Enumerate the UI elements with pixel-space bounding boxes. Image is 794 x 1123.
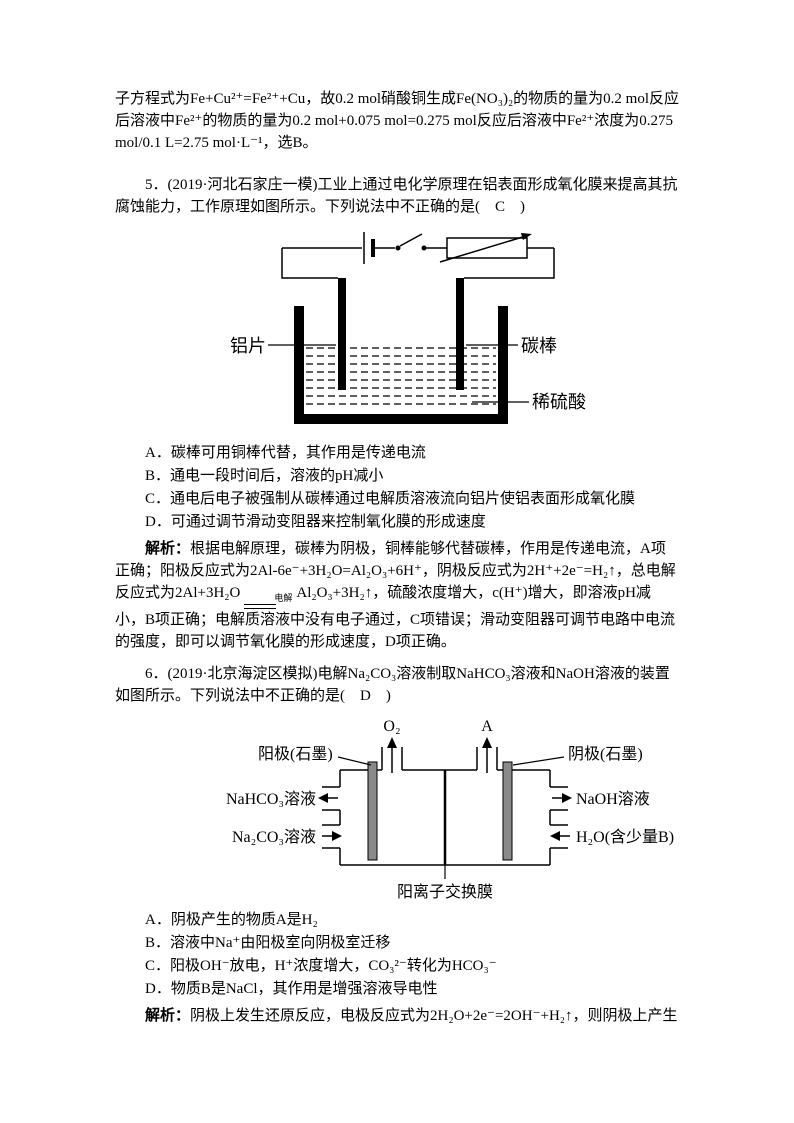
na2co3-in-label: Na₂CO₃溶液 bbox=[232, 828, 316, 846]
electrode-label-pointers bbox=[337, 756, 565, 766]
battery-icon bbox=[363, 232, 375, 264]
q5-analysis: 解析：根据电解原理，碳棒为阴极，铜棒能够代替碳棒，作用是传递电流，A项正确；阳极… bbox=[115, 538, 680, 653]
rheostat-icon bbox=[439, 233, 532, 263]
switch-icon bbox=[395, 233, 427, 251]
q6-option-b: B．溶液中Na⁺由阳极室向阴极室迁移 bbox=[145, 935, 391, 951]
q5-option-d: D．可通过调节滑动变阻器来控制氧化膜的形成速度 bbox=[145, 514, 486, 530]
q5-circuit-svg: 铝片 碳棒 稀硫酸 bbox=[230, 232, 586, 424]
anode-electrode bbox=[367, 761, 378, 861]
solution-continuation-paragraph: 子方程式为Fe+Cu²⁺=Fe²⁺+Cu，故0.2 mol硝酸铜生成Fe(NO₃… bbox=[115, 91, 680, 151]
cathode-label: 阴极(石墨) bbox=[568, 745, 643, 763]
electrolysis-tank bbox=[294, 306, 508, 424]
naoh-out-label: NaOH溶液 bbox=[576, 790, 650, 808]
membrane-label: 阳离子交换膜 bbox=[397, 883, 493, 901]
q5-stem: 5．(2019·河北石家庄一模)工业上通过电化学原理在铝表面形成氧化膜来提高其抗… bbox=[115, 177, 678, 215]
dianjie-condition-equals: 电解 bbox=[244, 593, 292, 609]
flow-arrows bbox=[318, 793, 572, 841]
q6-stem: 6．(2019·北京海淀区模拟)电解Na₂CO₃溶液制取NaHCO₃溶液和NaO… bbox=[115, 666, 670, 704]
carbon-label: 碳棒 bbox=[521, 336, 557, 356]
q5-option-c: C．通电后电子被强制从碳棒通过电解质溶液流向铝片使铝表面形成氧化膜 bbox=[145, 491, 636, 507]
gas-arrows bbox=[387, 737, 492, 773]
cathode-electrode bbox=[502, 761, 513, 861]
gas-a-label: A bbox=[481, 718, 493, 735]
q5-diagram-figure: 铝片 碳棒 稀硫酸 bbox=[202, 226, 680, 438]
carbon-electrode bbox=[456, 278, 464, 390]
q6-option-a: A．阴极产生的物质A是H₂ bbox=[145, 912, 318, 928]
equals-bar bbox=[244, 604, 277, 609]
q6-analysis-label: 解析： bbox=[145, 1008, 191, 1024]
label-pointer-lines bbox=[268, 344, 529, 403]
anode-label: 阳极(石墨) bbox=[258, 745, 333, 763]
q5-analysis-label: 解析： bbox=[145, 541, 191, 557]
nahco3-out-label: NaHCO₃溶液 bbox=[226, 790, 316, 808]
aluminum-electrode bbox=[338, 278, 346, 390]
q5-analysis-text-2: Al₂O₃+3H₂↑，硫酸浓度增大，c(H⁺)增大，即溶液pH减小，B项正确；电… bbox=[115, 585, 676, 650]
q6-cell-svg: O₂ A 阳极(石墨) 阴极(石墨) NaHCO₃溶液 Na₂CO₃溶液 NaO… bbox=[226, 718, 674, 901]
h2o-in-label: H₂O(含少量B) bbox=[576, 828, 674, 846]
acid-label: 稀硫酸 bbox=[532, 392, 586, 412]
q6-analysis: 解析：阴极上发生还原反应，电极反应式为2H₂O+2e⁻=2OH⁻+H₂↑，则阴极… bbox=[115, 1005, 680, 1027]
aluminum-label: 铝片 bbox=[230, 336, 266, 356]
circuit-wires bbox=[281, 247, 555, 279]
q6-diagram-figure: O₂ A 阳极(石墨) 阴极(石墨) NaHCO₃溶液 Na₂CO₃溶液 NaO… bbox=[220, 715, 680, 907]
q6-analysis-text: 阴极上发生还原反应，电极反应式为2H₂O+2e⁻=2OH⁻+H₂↑，则阴极上产生 bbox=[190, 1008, 678, 1024]
q6-option-d: D．物质B是NaCl，其作用是增强溶液导电性 bbox=[145, 981, 438, 997]
dianjie-condition-label: 电解 bbox=[274, 593, 293, 603]
oxygen-label: O₂ bbox=[383, 718, 400, 735]
q5-option-b: B．通电一段时间后，溶液的pH减小 bbox=[145, 468, 384, 484]
electrolyte-hatch bbox=[306, 347, 496, 405]
q6-option-c: C．阳极OH⁻放电，H⁺浓度增大，CO₃²⁻转化为HCO₃⁻ bbox=[145, 958, 497, 974]
q5-option-a: A．碳棒可用铜棒代替，其作用是传递电流 bbox=[145, 445, 426, 461]
q5-analysis-text-1: 根据电解原理，碳棒为阴极，铜棒能够代替碳棒，作用是传递电流，A项正确；阳极反应式… bbox=[115, 541, 676, 601]
